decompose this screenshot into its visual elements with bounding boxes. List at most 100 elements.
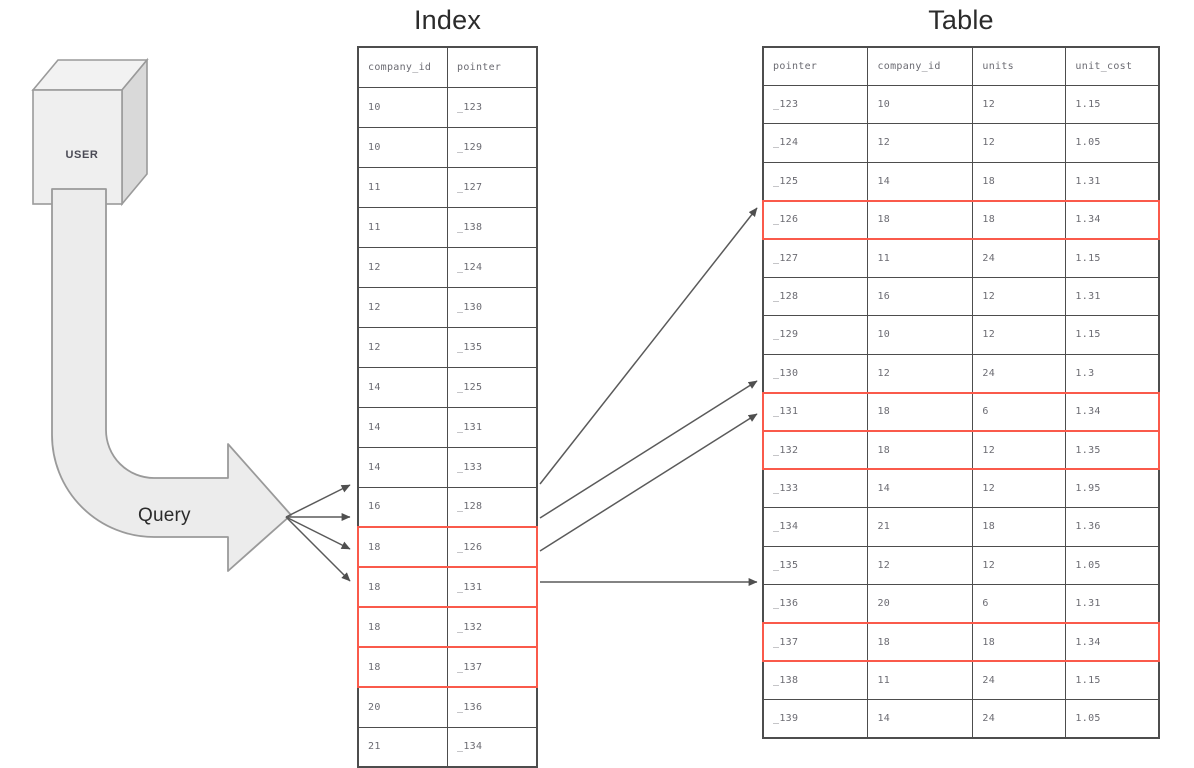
data-cell-pointer: _124 bbox=[762, 123, 869, 163]
index-column-header: company_id bbox=[357, 46, 448, 88]
index-cell-company_id: 21 bbox=[357, 726, 448, 768]
data-cell-pointer: _125 bbox=[762, 161, 869, 202]
data-cell-company_id: 20 bbox=[867, 583, 974, 624]
index-table-row: 18_131 bbox=[357, 566, 538, 608]
data-cell-company_id: 14 bbox=[867, 161, 974, 202]
index-cell-pointer: _128 bbox=[447, 486, 538, 528]
index-cell-pointer: _132 bbox=[447, 606, 538, 648]
data-cell-unit_cost: 1.34 bbox=[1065, 391, 1161, 432]
table-title: Table bbox=[928, 5, 994, 35]
index-cell-company_id: 12 bbox=[357, 326, 448, 368]
data-column-header: company_id bbox=[867, 46, 974, 86]
data-cell-units: 6 bbox=[972, 583, 1067, 624]
index-cell-company_id: 18 bbox=[357, 646, 448, 688]
data-cell-unit_cost: 1.95 bbox=[1065, 468, 1160, 509]
data-cell-unit_cost: 1.34 bbox=[1065, 621, 1161, 663]
data-cell-unit_cost: 1.05 bbox=[1065, 545, 1160, 585]
data-cell-unit_cost: 1.3 bbox=[1065, 353, 1160, 394]
data-cell-units: 12 bbox=[972, 468, 1067, 509]
index-132-to-table-132 bbox=[539, 413, 758, 552]
data-column-header: pointer bbox=[762, 46, 869, 86]
data-cell-pointer: _132 bbox=[762, 429, 869, 471]
index-cell-pointer: _123 bbox=[447, 86, 538, 128]
index-cell-pointer: _137 bbox=[447, 646, 538, 688]
data-cell-units: 24 bbox=[972, 660, 1067, 701]
data-cell-units: 12 bbox=[972, 315, 1067, 355]
index-table-row: 21_134 bbox=[357, 726, 538, 768]
data-cell-unit_cost: 1.31 bbox=[1065, 583, 1160, 624]
data-cell-units: 12 bbox=[972, 84, 1067, 125]
index-cell-company_id: 14 bbox=[357, 366, 448, 408]
cube-icon bbox=[31, 57, 149, 207]
index-table-row: 18_132 bbox=[357, 606, 538, 648]
index-cell-company_id: 10 bbox=[357, 126, 448, 168]
index-cell-company_id: 12 bbox=[357, 246, 448, 288]
index-cell-pointer: _126 bbox=[447, 526, 538, 568]
data-cell-units: 18 bbox=[972, 199, 1067, 240]
data-cell-company_id: 18 bbox=[867, 391, 974, 432]
data-cell-pointer: _130 bbox=[762, 353, 869, 394]
index-131-to-table-131 bbox=[539, 380, 758, 519]
index-table-row: 10_129 bbox=[357, 126, 538, 168]
index-cell-pointer: _134 bbox=[447, 726, 538, 768]
data-cell-pointer: _137 bbox=[762, 621, 869, 663]
data-column-header: unit_cost bbox=[1065, 46, 1160, 86]
index-cell-pointer: _131 bbox=[447, 406, 538, 448]
data-cell-units: 18 bbox=[972, 507, 1067, 547]
data-cell-pointer: _127 bbox=[762, 238, 869, 278]
data-cell-pointer: _131 bbox=[762, 391, 869, 432]
data-cell-unit_cost: 1.31 bbox=[1065, 161, 1160, 202]
data-cell-units: 6 bbox=[972, 391, 1067, 432]
index-cell-pointer: _124 bbox=[447, 246, 538, 288]
query-label: Query bbox=[138, 505, 191, 526]
data-cell-pointer: _129 bbox=[762, 315, 869, 355]
data-column-header: units bbox=[972, 46, 1067, 86]
data-cell-unit_cost: 1.15 bbox=[1065, 660, 1160, 701]
index-cell-company_id: 20 bbox=[357, 686, 448, 728]
data-cell-company_id: 12 bbox=[867, 353, 974, 394]
index-table-row: 14_125 bbox=[357, 366, 538, 408]
index-table-row: 12_130 bbox=[357, 286, 538, 328]
index-cell-company_id: 18 bbox=[357, 606, 448, 648]
data-cell-unit_cost: 1.05 bbox=[1065, 699, 1160, 739]
data-cell-units: 12 bbox=[972, 545, 1067, 585]
data-cell-company_id: 18 bbox=[867, 429, 974, 471]
index-table-row: 12_124 bbox=[357, 246, 538, 288]
data-cell-company_id: 12 bbox=[867, 123, 974, 163]
data-cell-unit_cost: 1.15 bbox=[1065, 315, 1160, 355]
data-cell-pointer: _134 bbox=[762, 507, 869, 547]
data-cell-units: 12 bbox=[972, 429, 1067, 471]
index-cell-pointer: _131 bbox=[447, 566, 538, 608]
index-cell-company_id: 10 bbox=[357, 86, 448, 128]
data-cell-company_id: 11 bbox=[867, 660, 974, 701]
data-cell-company_id: 16 bbox=[867, 276, 974, 317]
index-cell-pointer: _130 bbox=[447, 286, 538, 328]
data-cell-pointer: _123 bbox=[762, 84, 869, 125]
data-cell-unit_cost: 1.35 bbox=[1065, 429, 1161, 471]
data-cell-pointer: _135 bbox=[762, 545, 869, 585]
data-cell-unit_cost: 1.36 bbox=[1065, 507, 1160, 547]
data-cell-units: 12 bbox=[972, 276, 1067, 317]
index-table-row: 18_126 bbox=[357, 526, 538, 568]
index-table-row: 11_138 bbox=[357, 206, 538, 248]
index-cell-company_id: 14 bbox=[357, 446, 448, 488]
index-cell-pointer: _136 bbox=[447, 686, 538, 728]
index-126-to-table-126 bbox=[539, 207, 758, 485]
index-cell-pointer: _129 bbox=[447, 126, 538, 168]
